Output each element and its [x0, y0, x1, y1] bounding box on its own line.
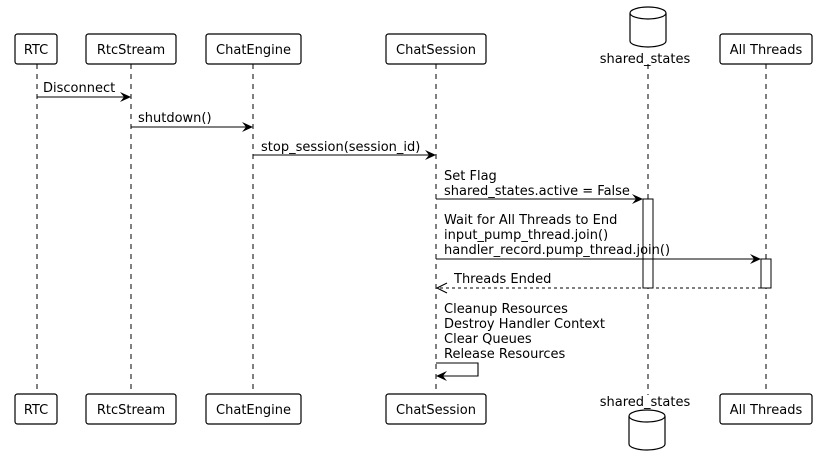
- participant-label: ChatSession: [396, 403, 476, 418]
- participant-all-threads: All Threads: [719, 33, 813, 65]
- message-wait-threads: Wait for All Threads to End input_pump_t…: [436, 213, 761, 264]
- message-shutdown: shutdown(): [131, 111, 253, 132]
- message-label: shutdown(): [138, 111, 212, 126]
- message-label: Cleanup Resources: [444, 302, 568, 317]
- message-set-flag: Set Flag shared_states.active = False: [436, 169, 643, 204]
- participant-chatsession: ChatSession: [385, 33, 487, 65]
- participant-label: RTC: [24, 403, 48, 418]
- message-label: shared_states.active = False: [444, 184, 630, 199]
- participants-bottom: RTC RtcStream ChatEngine ChatSession sha…: [14, 393, 813, 451]
- activation-shared-states: [642, 198, 654, 289]
- participant-label: shared_states: [600, 52, 691, 67]
- message-cleanup-self: Cleanup Resources Destroy Handler Contex…: [436, 302, 605, 381]
- participant-rtc: RTC: [14, 33, 58, 65]
- participant-chatsession: ChatSession: [385, 393, 487, 425]
- message-label: Release Resources: [444, 347, 566, 362]
- message-label: Destroy Handler Context: [444, 317, 605, 332]
- activation-all-threads: [760, 258, 772, 289]
- participant-label: RtcStream: [97, 403, 165, 418]
- participant-shared-states: shared_states: [600, 6, 691, 67]
- participant-label: ChatEngine: [216, 403, 291, 418]
- messages: Disconnect shutdown() stop_session(sessi…: [37, 81, 761, 381]
- activations: [642, 198, 772, 289]
- message-disconnect: Disconnect: [37, 81, 131, 102]
- participant-all-threads: All Threads: [719, 393, 813, 425]
- participant-label: ChatSession: [396, 43, 476, 58]
- participant-rtc: RTC: [14, 393, 58, 425]
- participant-rtcstream: RtcStream: [85, 33, 177, 65]
- message-label: Wait for All Threads to End: [444, 213, 617, 228]
- message-label: Clear Queues: [444, 332, 532, 347]
- participant-label: All Threads: [730, 403, 803, 418]
- participant-chatengine: ChatEngine: [205, 393, 302, 425]
- message-threads-ended: Threads Ended: [435, 272, 761, 294]
- message-stop-session: stop_session(session_id): [253, 140, 436, 160]
- participant-label: ChatEngine: [216, 43, 291, 58]
- participant-label: shared_states: [600, 395, 691, 410]
- participant-label: RTC: [24, 43, 48, 58]
- message-label: stop_session(session_id): [261, 140, 420, 155]
- message-label: Threads Ended: [453, 272, 551, 287]
- participant-label: All Threads: [730, 43, 803, 58]
- message-label: handler_record.pump_thread.join(): [444, 243, 670, 258]
- database-icon: [629, 6, 667, 48]
- message-label: Set Flag: [444, 169, 497, 184]
- database-icon: [628, 409, 666, 451]
- participant-rtcstream: RtcStream: [85, 393, 177, 425]
- participant-label: RtcStream: [97, 43, 165, 58]
- message-label: Disconnect: [43, 81, 115, 96]
- message-label: input_pump_thread.join(): [444, 228, 608, 243]
- participant-chatengine: ChatEngine: [205, 33, 302, 65]
- participant-shared-states: shared_states: [600, 395, 691, 451]
- participants-top: RTC RtcStream ChatEngine ChatSession sha…: [14, 6, 813, 67]
